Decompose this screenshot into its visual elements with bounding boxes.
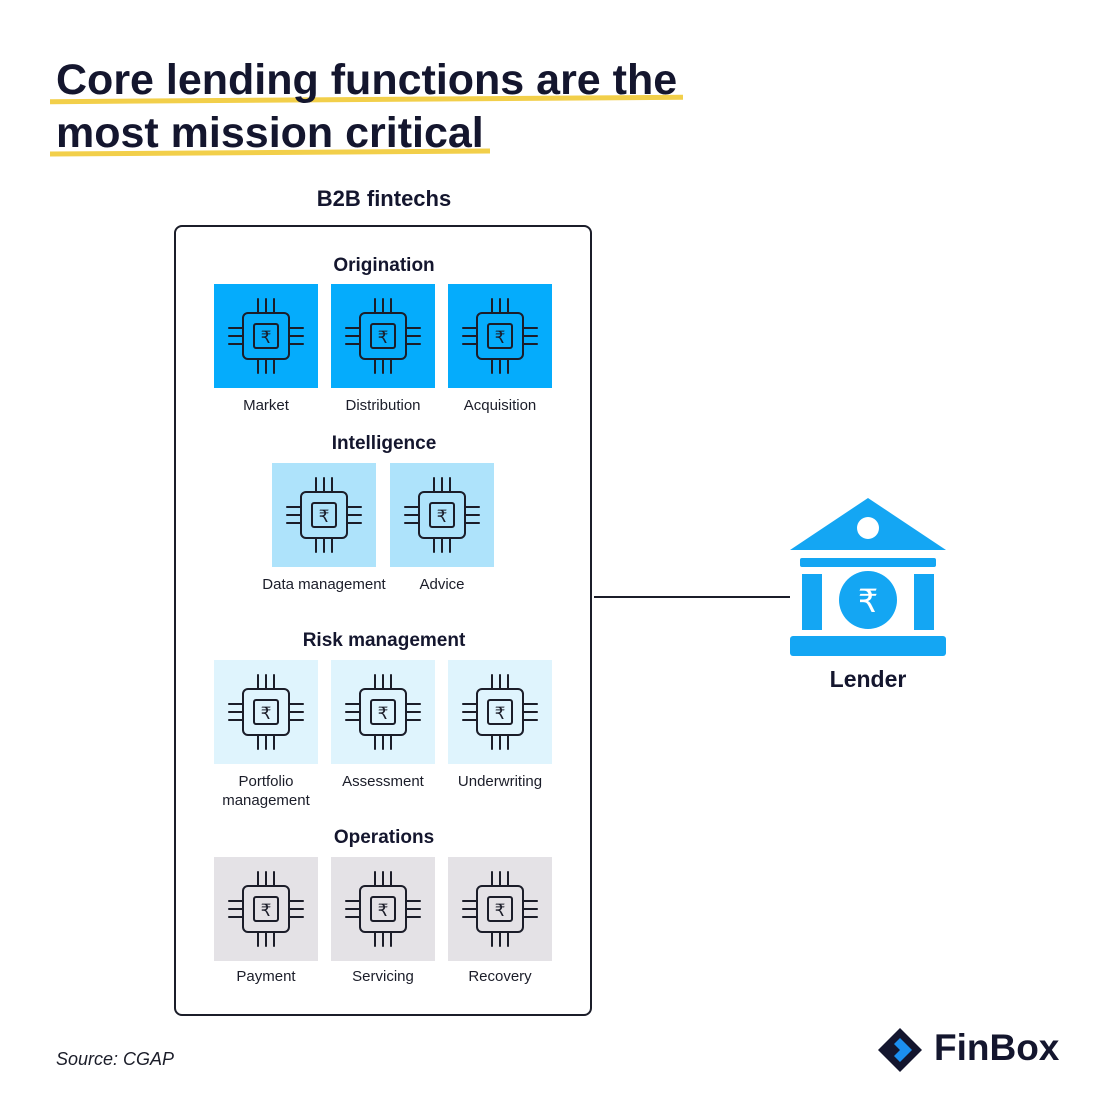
caption-market: Market bbox=[243, 397, 289, 414]
rupee-chip-icon: ₹ bbox=[214, 284, 318, 388]
rupee-chip-icon: ₹ bbox=[214, 660, 318, 764]
rupee-chip-icon: ₹ bbox=[448, 857, 552, 961]
tile-underwriting: ₹ bbox=[448, 660, 552, 764]
caption-recovery: Recovery bbox=[468, 968, 532, 985]
svg-text:₹: ₹ bbox=[261, 328, 272, 348]
svg-text:₹: ₹ bbox=[378, 704, 389, 724]
caption-data-management: Data management bbox=[262, 576, 386, 593]
svg-text:₹: ₹ bbox=[495, 704, 506, 724]
rupee-chip-icon: ₹ bbox=[214, 857, 318, 961]
rupee-chip-icon: ₹ bbox=[331, 284, 435, 388]
svg-text:₹: ₹ bbox=[261, 704, 272, 724]
tile-advice: ₹ bbox=[390, 463, 494, 567]
finbox-logo: FinBox bbox=[876, 1024, 1066, 1076]
svg-text:₹: ₹ bbox=[261, 901, 272, 921]
rupee-chip-icon: ₹ bbox=[448, 660, 552, 764]
tile-data-management: ₹ bbox=[272, 463, 376, 567]
section-title-risk-management: Risk management bbox=[302, 630, 466, 651]
title-line-2: most mission critical bbox=[49, 107, 490, 159]
svg-text:₹: ₹ bbox=[495, 328, 506, 348]
tile-market: ₹ bbox=[214, 284, 318, 388]
svg-text:₹: ₹ bbox=[858, 582, 878, 620]
source-note: Source: CGAP bbox=[56, 1049, 175, 1069]
caption-servicing: Servicing bbox=[352, 968, 414, 985]
bank-icon: ₹ bbox=[786, 496, 950, 660]
caption-distribution: Distribution bbox=[345, 397, 421, 414]
rupee-chip-icon: ₹ bbox=[272, 463, 376, 567]
fintech-panel bbox=[174, 225, 592, 1016]
rupee-chip-icon: ₹ bbox=[390, 463, 494, 567]
caption-assessment: Assessment bbox=[342, 773, 424, 790]
caption-portfolio-management: Portfolio management bbox=[222, 773, 310, 809]
tile-distribution: ₹ bbox=[331, 284, 435, 388]
caption-payment: Payment bbox=[236, 968, 296, 985]
section-title-operations: Operations bbox=[333, 827, 435, 848]
caption-underwriting: Underwriting bbox=[457, 773, 543, 790]
connector-line bbox=[594, 596, 790, 598]
panel-label: B2B fintechs bbox=[316, 186, 452, 211]
tile-payment: ₹ bbox=[214, 857, 318, 961]
lender-label: Lender bbox=[829, 666, 907, 692]
title-text-1: Core lending functions are the bbox=[56, 56, 678, 104]
rupee-chip-icon: ₹ bbox=[331, 857, 435, 961]
tile-servicing: ₹ bbox=[331, 857, 435, 961]
caption-acquisition: Acquisition bbox=[463, 397, 537, 414]
tile-portfolio-management: ₹ bbox=[214, 660, 318, 764]
tile-acquisition: ₹ bbox=[448, 284, 552, 388]
svg-text:₹: ₹ bbox=[378, 901, 389, 921]
title-text-2: most mission critical bbox=[56, 109, 484, 157]
svg-text:₹: ₹ bbox=[437, 507, 448, 527]
brand-name: FinBox bbox=[934, 1027, 1060, 1068]
rupee-chip-icon: ₹ bbox=[448, 284, 552, 388]
rupee-chip-icon: ₹ bbox=[331, 660, 435, 764]
svg-text:₹: ₹ bbox=[495, 901, 506, 921]
section-title-origination: Origination bbox=[333, 255, 435, 276]
section-title-intelligence: Intelligence bbox=[331, 433, 437, 454]
caption-advice: Advice bbox=[419, 576, 465, 593]
tile-recovery: ₹ bbox=[448, 857, 552, 961]
svg-text:₹: ₹ bbox=[319, 507, 330, 527]
tile-assessment: ₹ bbox=[331, 660, 435, 764]
title-line-1: Core lending functions are the bbox=[49, 54, 684, 106]
finbox-logo-icon bbox=[878, 1028, 922, 1072]
svg-text:₹: ₹ bbox=[378, 328, 389, 348]
